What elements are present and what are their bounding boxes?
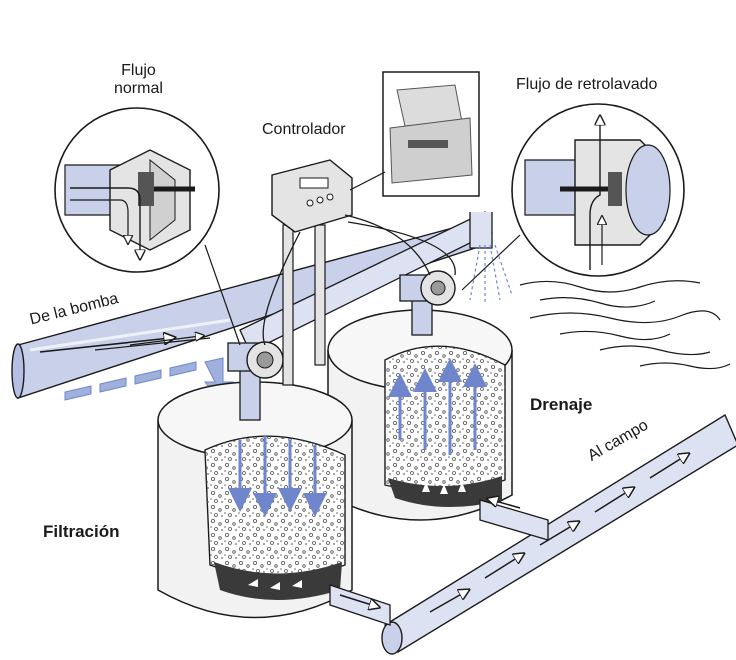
water-surface bbox=[520, 281, 730, 369]
label-controller: Controlador bbox=[262, 121, 346, 139]
drain-spray bbox=[470, 245, 512, 305]
drainage-tank bbox=[328, 310, 512, 520]
label-backwash-flow: Flujo de retrolavado bbox=[516, 76, 657, 94]
valve-left bbox=[228, 342, 283, 378]
label-drainage: Drenaje bbox=[530, 395, 592, 415]
controller-inset bbox=[350, 72, 479, 196]
valve-right bbox=[400, 271, 455, 305]
backwash-flow-inset bbox=[462, 104, 684, 290]
label-normal-flow: Flujo normal bbox=[114, 62, 163, 99]
label-filtration: Filtración bbox=[43, 522, 120, 542]
